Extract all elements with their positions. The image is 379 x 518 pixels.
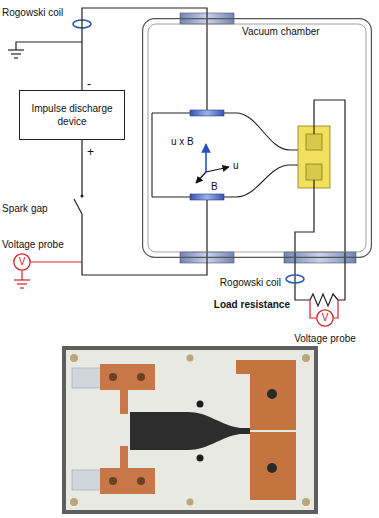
vector-label: B (211, 181, 218, 192)
part-label: Load resistance (214, 299, 290, 310)
screw (70, 354, 78, 362)
voltmeter-ring (14, 254, 30, 270)
voltmeter-circle: V (316, 309, 334, 327)
copper-electrode (120, 390, 128, 414)
ground-bar (17, 283, 27, 284)
node-text: V (19, 257, 26, 267)
part-label: Spark gap (2, 203, 48, 214)
bolt-hole (109, 373, 117, 381)
label-anchor: + (87, 142, 94, 160)
screw (302, 354, 310, 362)
rogowski-coil (286, 275, 304, 283)
vector-arrow (196, 172, 206, 183)
part-label: Voltage probe (2, 239, 64, 250)
load-electrode (306, 134, 322, 150)
label-anchor: u (233, 155, 239, 173)
electrode-body (152, 113, 300, 197)
label-anchor: Voltage probe (294, 328, 356, 346)
hole (197, 401, 204, 408)
electrode-wire (206, 18, 207, 110)
vector-label: u (233, 160, 239, 171)
node-text: V (322, 313, 329, 323)
bolt-hole (137, 477, 145, 485)
label-anchor: Rogowski coil (2, 2, 63, 20)
load-wire (314, 100, 345, 300)
label-anchor: Spark gap (2, 198, 48, 216)
ground-bar (14, 57, 18, 58)
screw (187, 355, 194, 362)
ground-bar (20, 287, 24, 288)
vector-arrow (205, 144, 207, 172)
label-anchor: u x B (171, 131, 194, 149)
bolt-hole (137, 373, 145, 381)
wire-connector (82, 8, 207, 90)
load-electrode-block (298, 126, 330, 188)
vector-label: u x B (171, 136, 194, 147)
screw (302, 498, 310, 506)
hole (197, 455, 204, 462)
electrode-plate (190, 194, 224, 200)
electrode-outline (151, 113, 152, 197)
screw (187, 499, 194, 506)
electrode-plate (190, 110, 224, 116)
node-text: Vacuum chamber (242, 26, 320, 37)
voltmeter-circle: V (13, 253, 31, 271)
label-anchor: B (211, 176, 218, 194)
electrode-outline (152, 113, 300, 150)
label-anchor: Load resistance (214, 294, 290, 312)
ground-bar (14, 279, 30, 280)
wire-connector (82, 140, 207, 275)
label-anchor: Voltage probe (2, 234, 64, 252)
ground-bar (8, 49, 24, 50)
carbon-nozzle (130, 412, 256, 450)
copper-bar (250, 360, 296, 500)
probe-wire (310, 300, 316, 318)
load-circuit (295, 100, 345, 306)
ground-bar (11, 53, 21, 54)
device-box: Impulse discharge device (19, 90, 125, 140)
probe-wire (334, 300, 338, 318)
part-label: Rogowski coil (2, 7, 63, 18)
chamber-wall (148, 24, 366, 252)
photo (62, 346, 318, 514)
photo-frame (62, 346, 318, 514)
spark-gap-contact (81, 195, 84, 198)
polarity-sign: - (87, 77, 91, 91)
probe-wire (21, 271, 22, 280)
spark-gap-switch (74, 199, 82, 214)
bolt-hole (109, 477, 117, 485)
label-anchor: - (87, 74, 91, 92)
voltmeter-ring (317, 310, 333, 326)
electrode-outline (152, 165, 300, 197)
label-anchor: Rogowski coil (220, 272, 281, 290)
part-label: Voltage probe (294, 333, 356, 344)
part-label: Rogowski coil (220, 277, 281, 288)
copper-electrode (120, 446, 128, 468)
bar-split (250, 430, 296, 432)
copper-electrode (100, 468, 155, 494)
probe-wire (31, 261, 82, 262)
copper-bar (236, 360, 256, 374)
ground-symbol (8, 42, 82, 58)
polarity-sign: + (87, 145, 94, 159)
electrode-wire (206, 200, 207, 258)
resistor-symbol (310, 294, 338, 306)
node-text: Impulse discharge device (26, 102, 118, 128)
chamber-wall (143, 19, 372, 258)
screw (70, 498, 78, 506)
base-plate (66, 350, 314, 510)
load-electrode (306, 164, 322, 180)
bolt-hole (267, 463, 277, 473)
vector-arrow (206, 167, 229, 172)
bolt-hole (267, 389, 277, 399)
ground-wire (16, 42, 82, 50)
copper-electrode (100, 364, 155, 390)
